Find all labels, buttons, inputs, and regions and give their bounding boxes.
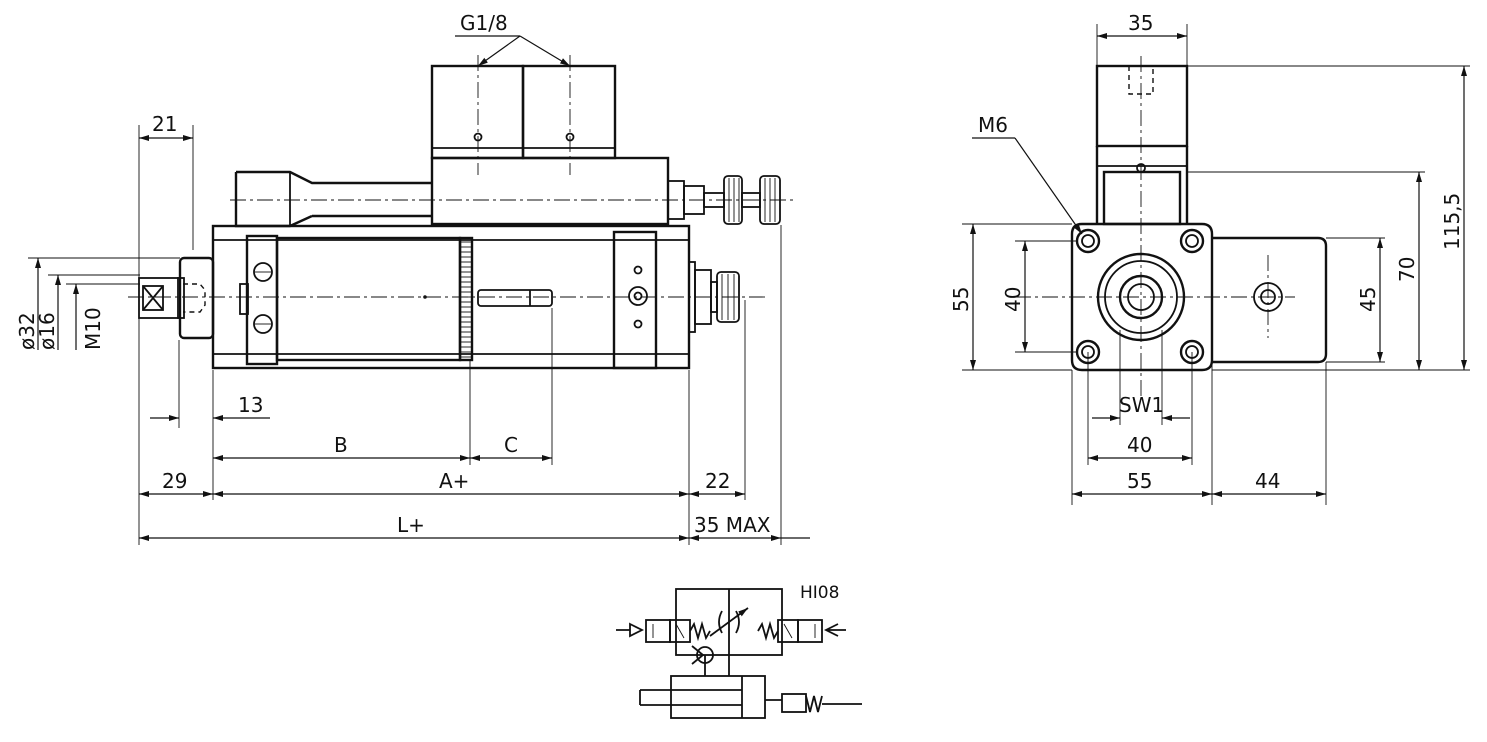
dim-a: A+: [439, 469, 469, 493]
dim-45-vertical: 45: [1356, 287, 1380, 312]
dim-40-horizontal: 40: [1127, 433, 1152, 457]
dim-top-35: 35: [1128, 11, 1153, 35]
dim-29: 29: [162, 469, 187, 493]
dim-115-5-vertical: 115,5: [1440, 193, 1464, 250]
pneumatic-schematic: HI08: [616, 583, 862, 719]
dim-21: 21: [152, 112, 177, 136]
valve-block: [230, 55, 795, 226]
dia-16: ø16: [35, 312, 59, 350]
right-end-cap: [688, 261, 740, 333]
cylinder-body: [128, 224, 765, 370]
dim-44-horizontal: 44: [1255, 469, 1280, 493]
dim-35-max: 35 MAX: [694, 513, 771, 537]
dia-32: ø32: [15, 312, 39, 350]
end-view: 35 M6 55 40 45 70 115,5 SW1 40 55 44: [949, 11, 1470, 505]
dim-13: 13: [238, 393, 263, 417]
dim-22: 22: [705, 469, 730, 493]
side-view: G1/8 21 13 B C 29 A+ 22 L+ 35 MAX ø32 ø1…: [15, 11, 810, 545]
right-valve-symbol: [757, 619, 846, 643]
left-valve-symbol: [616, 619, 711, 643]
rod-end: [138, 256, 249, 340]
wrench-size-sw1: SW1: [1119, 393, 1164, 417]
dim-55-horizontal: 55: [1127, 469, 1152, 493]
dim-70-vertical: 70: [1395, 257, 1419, 282]
dim-b: B: [334, 433, 348, 457]
dim-55-vertical: 55: [949, 287, 973, 312]
dim-l: L+: [397, 513, 425, 537]
side-extension-lines: [28, 125, 782, 545]
thread-m6: M6: [978, 113, 1008, 137]
dim-40-vertical: 40: [1001, 287, 1025, 312]
thread-m10: M10: [81, 307, 105, 350]
schematic-label: HI08: [800, 583, 839, 603]
port-thread-label: G1/8: [460, 11, 508, 35]
dim-c: C: [504, 433, 518, 457]
connector-pipe: [234, 170, 432, 228]
side-dimensions: [35, 35, 810, 541]
